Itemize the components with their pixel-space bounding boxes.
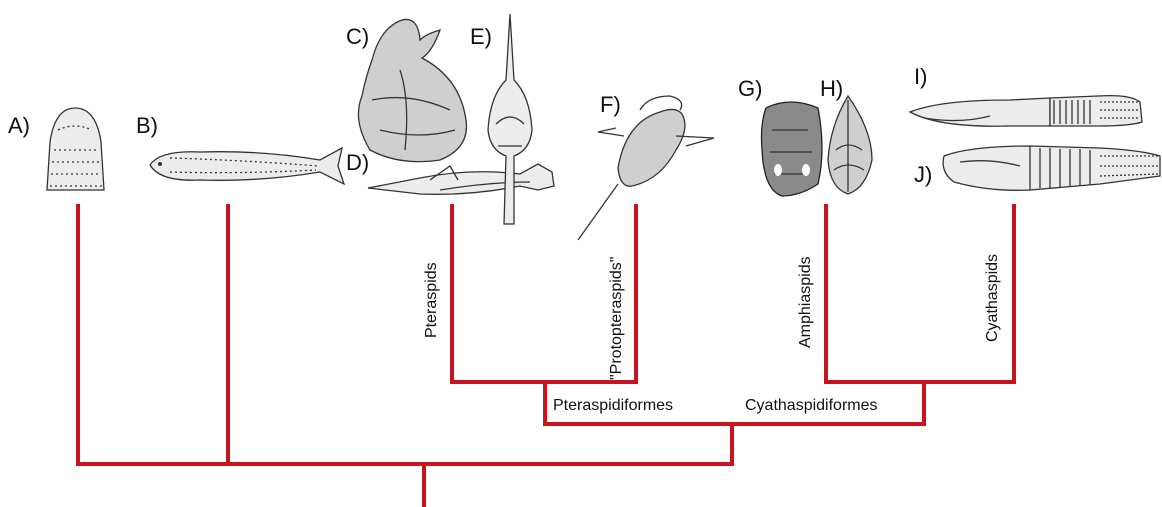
taxon-label-pteraspids: Pteraspids xyxy=(423,262,441,338)
helmet-shield-illustration xyxy=(358,19,466,161)
panel-label-d: D) xyxy=(346,150,369,176)
long-snout-fish-illustration xyxy=(368,164,554,194)
panel-label-f: F) xyxy=(600,92,621,118)
cyathaspid-profile-illustration xyxy=(910,96,1142,127)
conical-fossil-illustration xyxy=(47,108,104,190)
taxon-label-amphiaspids: Amphiaspids xyxy=(797,256,815,348)
panel-label-e: E) xyxy=(470,24,492,50)
clade-label-pteraspidiformes: Pteraspidiformes xyxy=(553,397,673,415)
panel-label-j: J) xyxy=(914,162,932,188)
phylogenetic-tree xyxy=(78,206,1014,507)
panel-label-g: G) xyxy=(738,76,762,102)
taxon-label-protopteraspids: "Protopteraspids" xyxy=(608,257,626,380)
cyathaspid-profile-2-illustration xyxy=(943,146,1160,190)
taxon-label-cyathaspids: Cyathaspids xyxy=(984,254,1002,342)
narrow-shield-illustration xyxy=(488,14,532,224)
panel-label-c: C) xyxy=(346,24,369,50)
protopteraspid-illustration xyxy=(578,96,714,240)
amphiaspid-shield-illustration xyxy=(762,102,823,196)
panel-label-a: A) xyxy=(8,113,30,139)
fish-illustration xyxy=(150,148,344,184)
clade-label-cyathaspidiformes: Cyathaspidiformes xyxy=(745,397,878,415)
panel-label-i: I) xyxy=(914,64,927,90)
leaf-shield-illustration xyxy=(828,96,872,194)
panel-label-b: B) xyxy=(136,113,158,139)
panel-label-h: H) xyxy=(820,76,843,102)
